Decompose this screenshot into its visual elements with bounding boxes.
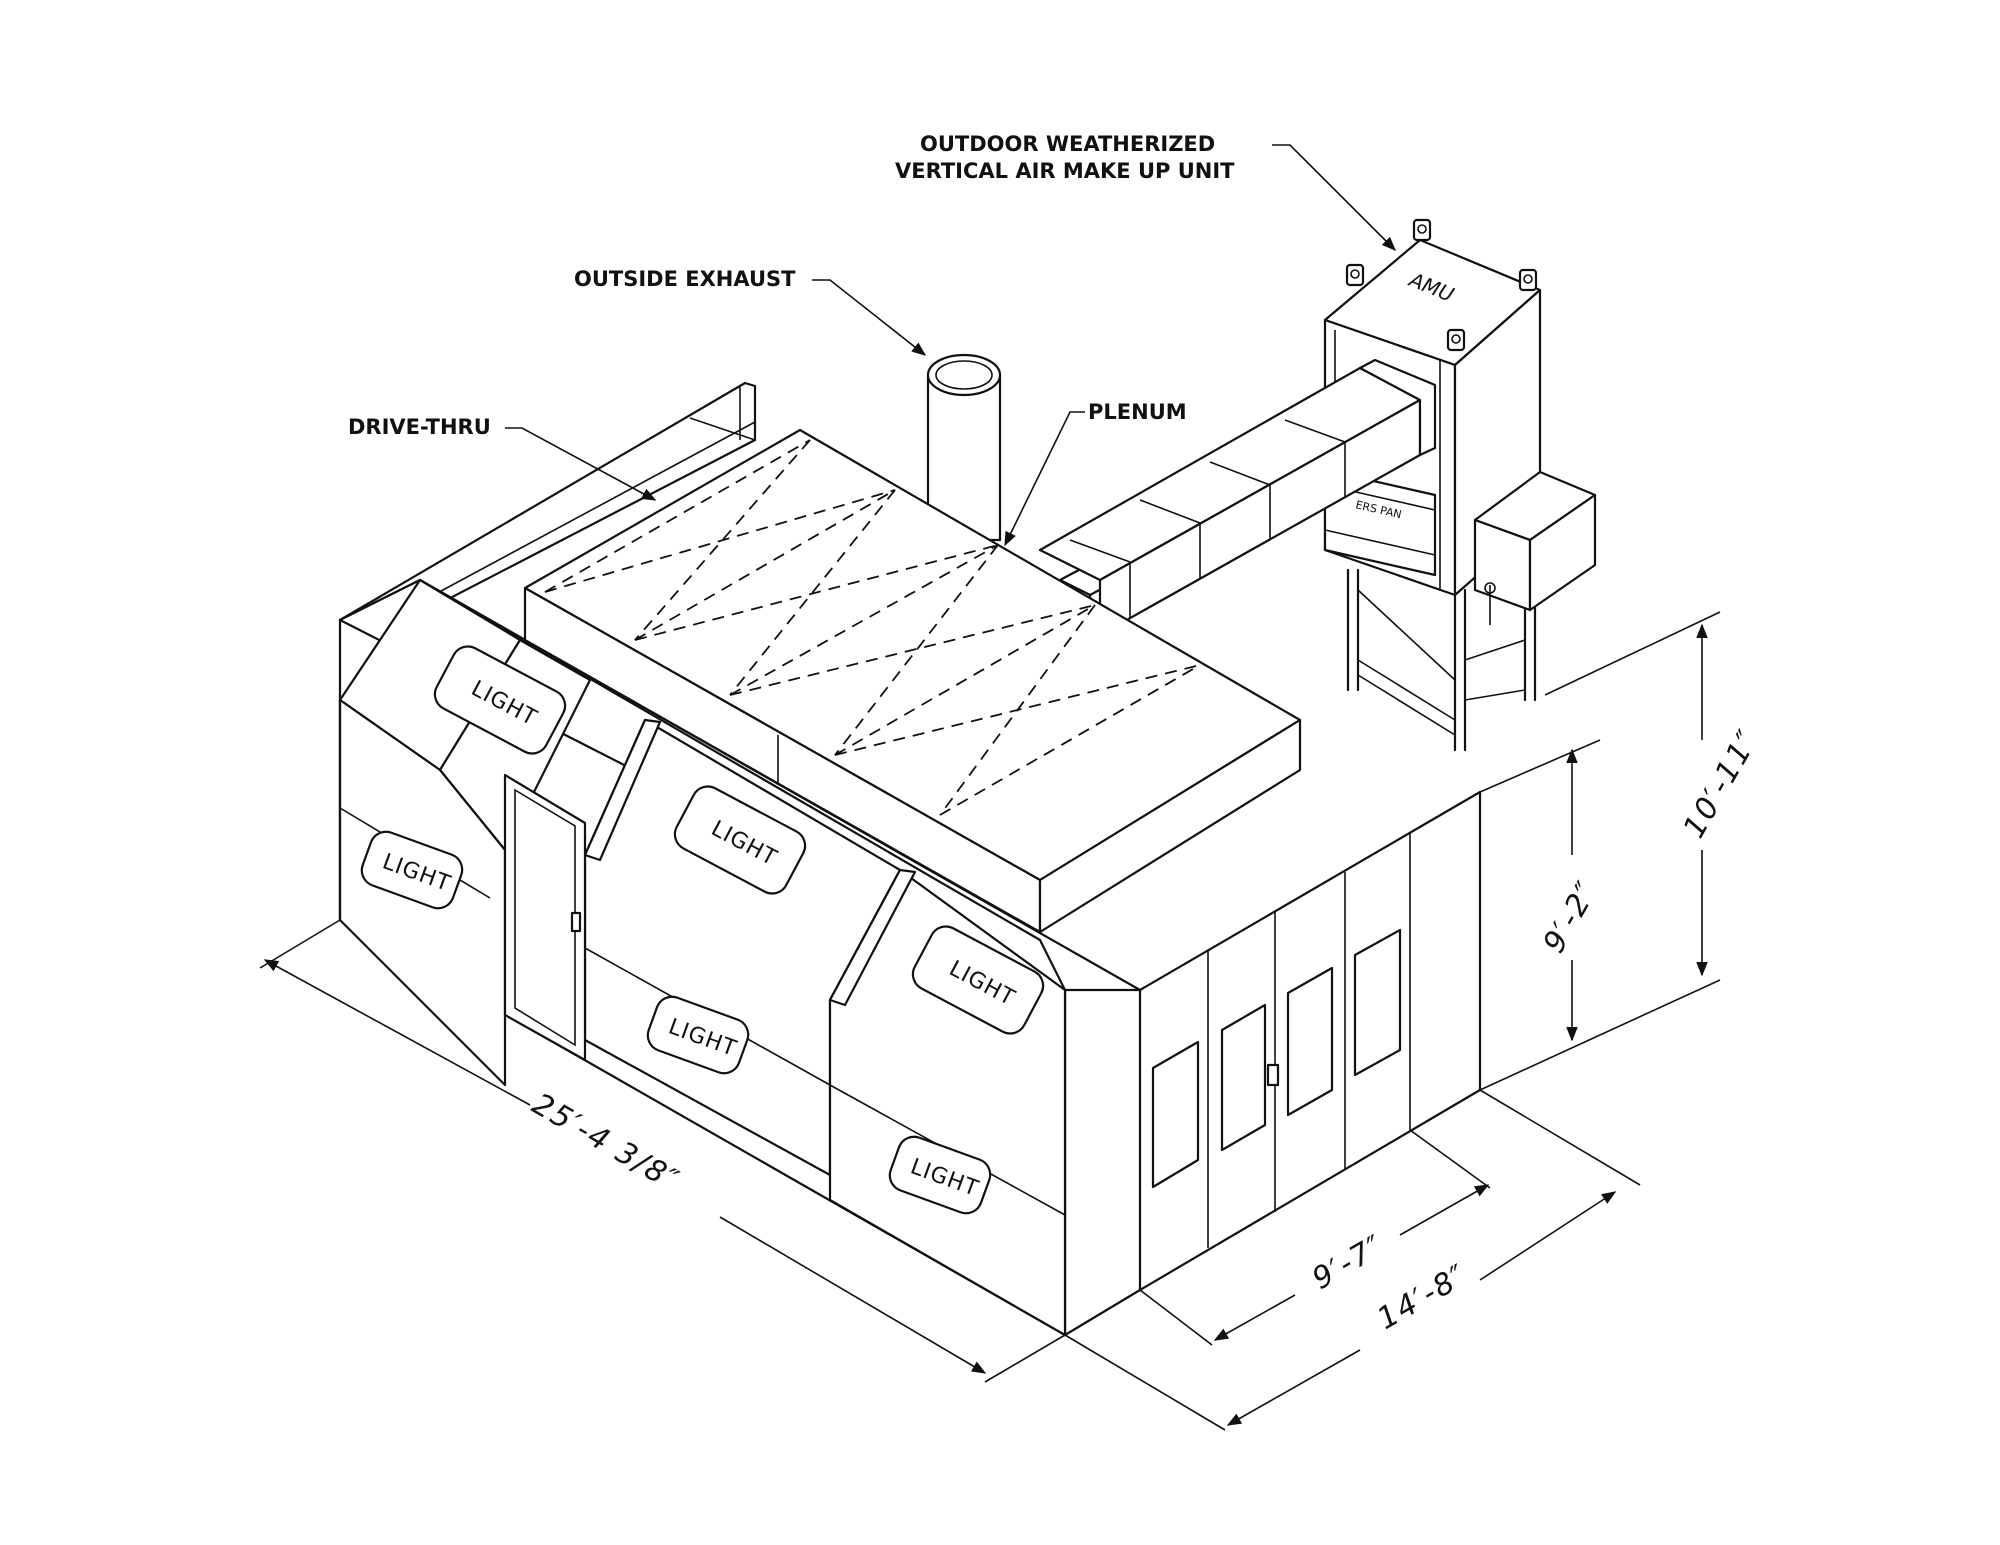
duct-collar bbox=[1358, 358, 1437, 457]
amu-lifting-lugs bbox=[1345, 218, 1538, 352]
light-fixtures: LIGHT LIGHT LIGHT LIGHT LIGHT LIGHT bbox=[360, 645, 1045, 1215]
dimension-wall-height-label: 9′-2″ bbox=[1537, 875, 1606, 959]
window-2 bbox=[1220, 1003, 1267, 1152]
dimension-overall-height: 10′-11″ bbox=[1544, 611, 1767, 1036]
window-4 bbox=[1353, 928, 1402, 1077]
callout-plenum-text: PLENUM bbox=[1088, 400, 1187, 424]
amu-stand bbox=[1346, 568, 1537, 752]
plenum bbox=[523, 428, 1302, 934]
amu-control-box-side bbox=[1528, 493, 1597, 612]
callout-drive-thru-text: DRIVE-THRU bbox=[348, 415, 491, 439]
callout-amu-line2: VERTICAL AIR MAKE UP UNIT bbox=[895, 159, 1235, 183]
callout-amu-line1: OUTDOOR WEATHERIZED bbox=[920, 132, 1215, 156]
dimension-overall-height-label: 10′-11″ bbox=[1677, 723, 1767, 844]
light-badge-2: LIGHT bbox=[360, 830, 464, 910]
callout-plenum: PLENUM bbox=[1004, 400, 1187, 547]
light-badge-3: LIGHT bbox=[673, 785, 807, 895]
door-handle bbox=[1266, 1063, 1280, 1087]
light-badge-5: LIGHT bbox=[911, 925, 1045, 1035]
supply-duct bbox=[1038, 358, 1437, 637]
end-wall-windows bbox=[1151, 928, 1402, 1189]
personnel-door bbox=[503, 773, 587, 1062]
dimension-wall-height: 9′-2″ bbox=[1479, 739, 1606, 1091]
light-badge-1: LIGHT bbox=[433, 645, 567, 755]
dimension-door-width-label: 9′-7″ bbox=[1307, 1228, 1391, 1297]
plenum-side bbox=[1038, 718, 1302, 934]
light-badge-6: LIGHT bbox=[888, 1135, 992, 1215]
light-badge-4: LIGHT bbox=[646, 995, 750, 1075]
window-1 bbox=[1151, 1040, 1200, 1189]
callout-exhaust-text: OUTSIDE EXHAUST bbox=[574, 267, 796, 291]
callout-drive-thru: DRIVE-THRU bbox=[348, 415, 657, 501]
dimension-booth-width-label: 14′-8″ bbox=[1372, 1258, 1474, 1337]
window-3 bbox=[1286, 966, 1334, 1117]
callout-amu: OUTDOOR WEATHERIZED VERTICAL AIR MAKE UP… bbox=[895, 132, 1397, 252]
callout-exhaust: OUTSIDE EXHAUST bbox=[574, 267, 927, 356]
